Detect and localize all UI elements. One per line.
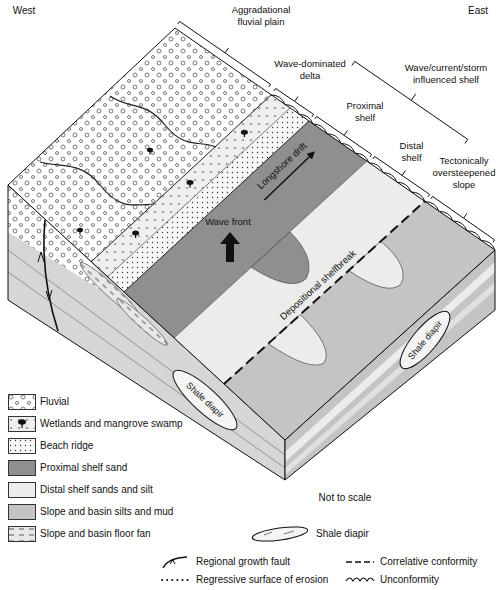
zone-label: Aggradational fluvial plain [230,4,292,28]
legend-symbol [8,416,36,432]
legend-text: Regressive surface of erosion [196,574,328,586]
legend-text: Regional growth fault [196,556,290,568]
legend-symbol-graphic [250,525,310,543]
legend-symbol-graphic [345,555,375,569]
process-label: Wave front [198,216,258,228]
zone-label: Distal shelf [397,140,427,164]
legend-text: Proximal shelf sand [40,462,127,474]
legend-symbol-graphic [8,526,36,542]
direction-label: East [460,5,496,17]
legend-text: Distal shelf sands and silt [40,484,153,496]
legend-symbol [160,555,190,569]
zone-label: Wave-dominated delta [272,58,348,82]
zone-label: Wave/current/storm influenced shelf [402,62,490,86]
legend-text: Wetlands and mangrove swamp [40,418,183,430]
legend-text: Slope and basin floor fan [40,528,151,540]
legend-symbol [345,555,375,569]
legend-symbol-graphic [8,438,36,454]
zone-label: Tectonically oversteepened slope [431,155,497,191]
legend-text: Beach ridge [40,440,93,452]
legend-symbol [345,573,375,587]
scale-note: Not to scale [305,492,385,504]
legend-swatch [8,482,36,498]
legend-symbol-graphic [8,394,36,410]
legend-symbol-graphic [8,416,36,432]
legend-text: Fluvial [40,396,69,408]
direction-label: West [4,5,44,17]
legend-swatch [8,460,36,476]
legend-text: Unconformity [380,574,439,586]
legend-symbol [8,526,36,542]
legend-text: Slope and basin silts and mud [40,506,173,518]
legend-symbol [8,394,36,410]
legend-swatch [8,504,36,520]
zone-label: Proximal shelf [344,100,386,124]
legend-symbol [160,573,190,587]
legend-text: Correlative conformity [380,556,477,568]
legend-symbol-graphic [345,573,375,587]
legend-symbol [8,438,36,454]
legend-symbol-graphic [160,573,190,587]
legend-symbol [250,525,310,543]
legend-text: Shale diapir [316,528,369,540]
legend-symbol-graphic [160,555,190,569]
